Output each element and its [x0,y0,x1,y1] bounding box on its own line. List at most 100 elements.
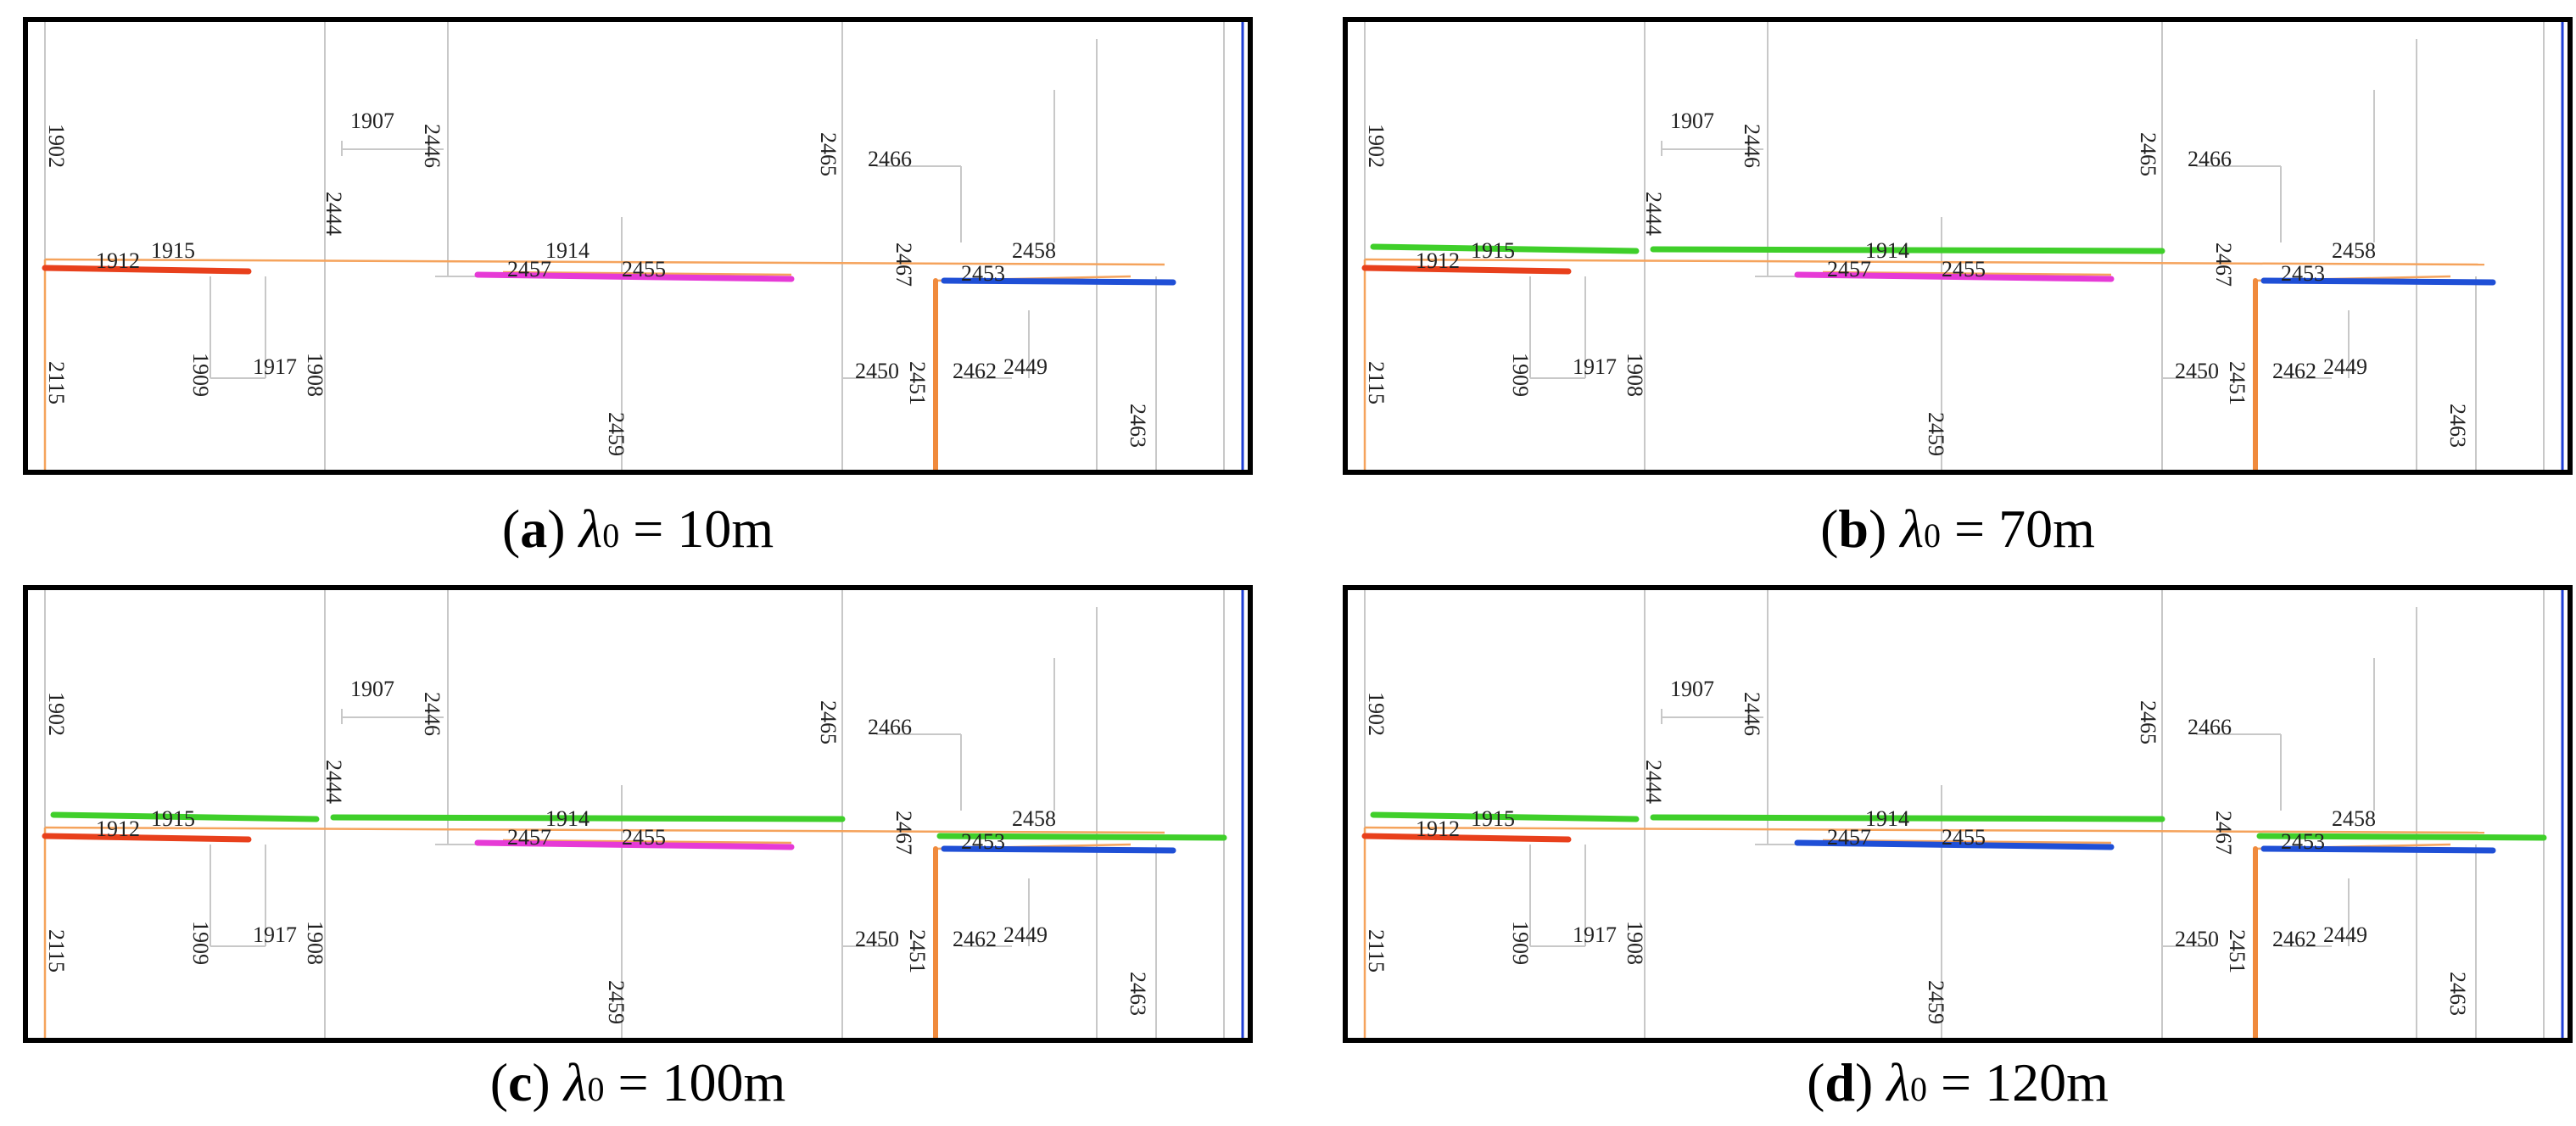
label-1907: 1907 [1670,677,1714,701]
label-1907: 1907 [350,109,394,133]
label-1915: 1915 [151,238,195,263]
highlight-pink [1794,271,2115,282]
label-1915: 1915 [1471,238,1515,263]
label-2450: 2450 [855,359,899,383]
highlight-left-mid [42,265,252,275]
label-2450: 2450 [2175,359,2219,383]
label-2463: 2463 [1126,972,1150,1016]
label-2453: 2453 [2281,829,2325,854]
highlight-mid-top [1650,246,2165,254]
road-segment-base [1364,258,2485,266]
highlight-left-top [1370,811,1640,822]
label-2446: 2446 [420,124,444,168]
label-2467: 2467 [891,242,916,287]
label-2453: 2453 [961,829,1005,854]
label-2446: 2446 [1740,124,1764,168]
label-2467: 2467 [2211,242,2236,287]
label-2453: 2453 [2281,261,2325,286]
label-2465: 2465 [2136,700,2160,744]
label-2450: 2450 [2175,927,2219,951]
label-2466: 2466 [2188,147,2232,171]
label-2467: 2467 [891,811,916,855]
label-1917: 1917 [1573,923,1617,947]
label-2465: 2465 [816,132,841,176]
highlight-right-mid [941,277,1176,286]
label-1912: 1912 [1416,248,1460,273]
label-2446: 2446 [420,692,444,736]
label-2458: 2458 [1012,238,1056,263]
label-1902: 1902 [1364,692,1389,736]
label-2459: 2459 [1924,412,1948,456]
label-1914: 1914 [1865,806,1909,831]
label-2444: 2444 [1641,760,1666,804]
label-2457: 2457 [507,825,551,850]
label-2451: 2451 [2225,361,2249,405]
label-2462: 2462 [953,359,997,383]
label-2446: 2446 [1740,692,1764,736]
label-2455: 2455 [622,257,666,282]
label-2444: 2444 [321,192,346,236]
label-2115: 2115 [1364,361,1389,404]
label-1902: 1902 [44,124,69,168]
highlight-pink [474,271,795,282]
label-2457: 2457 [1827,825,1871,850]
label-1908: 1908 [1623,353,1647,397]
label-2457: 2457 [1827,257,1871,282]
highlight-left-mid [1361,833,1572,843]
road-segment-base [1822,839,2112,844]
label-1915: 1915 [151,806,195,831]
highlight-left-mid [1361,265,1572,275]
label-2444: 2444 [1641,192,1666,236]
road-segment-base [502,270,792,276]
caption-d: (d) λ0 = 120m [1807,1052,2109,1112]
caption-a: (a) λ0 = 10m [501,499,774,559]
label-2115: 2115 [44,361,69,404]
highlight-mid-top [1650,814,2165,822]
label-1907: 1907 [350,677,394,701]
label-2450: 2450 [855,927,899,951]
highlight-mid-top [330,814,846,822]
label-2465: 2465 [816,700,841,744]
label-2451: 2451 [905,361,930,405]
highlight-left-top [1370,243,1640,254]
highlight-right-top [2256,833,2547,841]
label-2463: 2463 [2445,972,2470,1016]
label-2449: 2449 [2323,354,2367,379]
label-1902: 1902 [1364,124,1389,168]
label-2466: 2466 [868,715,912,739]
label-1902: 1902 [44,692,69,736]
label-1908: 1908 [1623,921,1647,965]
label-1917: 1917 [253,923,297,947]
label-1914: 1914 [545,806,590,831]
label-2462: 2462 [953,927,997,951]
label-2462: 2462 [2272,359,2316,383]
label-2467: 2467 [2211,811,2236,855]
highlight-right-mid [941,845,1176,854]
label-2466: 2466 [2188,715,2232,739]
label-1909: 1909 [1508,353,1533,397]
label-2463: 2463 [2445,404,2470,448]
label-2458: 2458 [2332,238,2376,263]
label-1909: 1909 [188,353,213,397]
label-2455: 2455 [622,825,666,850]
label-1917: 1917 [1573,354,1617,379]
label-1912: 1912 [96,817,140,841]
highlight-left-mid [42,833,252,843]
label-1912: 1912 [1416,817,1460,841]
highlight-pink [474,839,795,850]
label-2465: 2465 [2136,132,2160,176]
label-2458: 2458 [2332,806,2376,831]
label-2451: 2451 [2225,929,2249,973]
highlight-left-top [50,811,320,822]
highlight-right-mid [2260,277,2496,286]
label-1909: 1909 [1508,921,1533,965]
label-2462: 2462 [2272,927,2316,951]
label-2449: 2449 [1003,354,1048,379]
label-2449: 2449 [2323,923,2367,947]
caption-b: (b) λ0 = 70m [1820,499,2095,559]
